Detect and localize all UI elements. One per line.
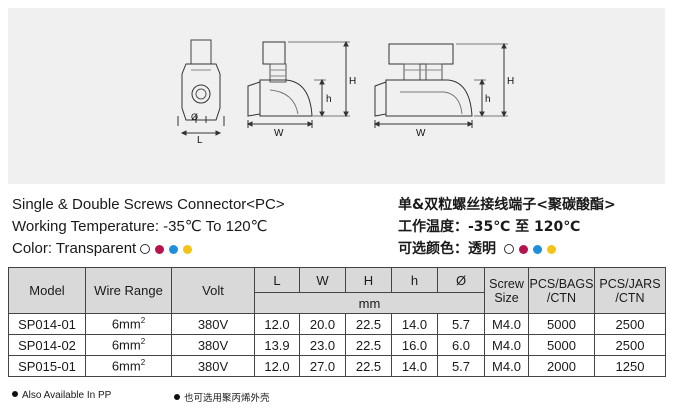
dim-h1-label: h: [326, 94, 332, 105]
footnote-en: Also Available In PP: [12, 390, 111, 401]
cell-phi: 5.7: [437, 313, 485, 335]
cell-h: 16.0: [391, 334, 438, 356]
color-label-en: Color: Transparent: [12, 240, 137, 257]
cell-L: 12.0: [254, 355, 300, 377]
cell-h: 14.0: [391, 313, 438, 335]
cell-screw-size: M4.0: [484, 355, 529, 377]
dim-H2-label: H: [507, 76, 514, 87]
color-swatch-transparent: [140, 244, 151, 254]
cell-W: 23.0: [299, 334, 346, 356]
cell-wire-range: 6mm2: [85, 355, 172, 377]
color-swatch-yellow-cn: [547, 244, 556, 254]
dim-phi-label: Ø: [191, 112, 198, 122]
product-info-chinese: 单&双粒螺丝接线端子<聚碳酸酯> 工作温度：-35℃ 至 120℃ 可选颜色：透…: [398, 194, 616, 260]
header-phi: Ø: [437, 267, 485, 293]
cell-volt: 380V: [171, 334, 255, 356]
header-L: L: [254, 267, 300, 293]
color-label-cn: 可选颜色：透明: [398, 241, 496, 257]
color-options-cn: 可选颜色：透明: [398, 238, 616, 260]
cell-phi: 6.0: [437, 334, 485, 356]
front-view: [177, 39, 225, 136]
working-temperature-cn: 工作温度：-35℃ 至 120℃: [398, 219, 581, 235]
header-model: Model: [8, 267, 86, 314]
cell-pcs-jars: 2500: [594, 313, 666, 335]
cell-volt: 380V: [171, 355, 255, 377]
cell-W: 20.0: [299, 313, 346, 335]
cell-wire-range: 6mm2: [85, 334, 172, 356]
side-view-single: [246, 40, 350, 128]
header-unit-mm: mm: [254, 292, 485, 314]
dim-L-label: L: [197, 135, 203, 146]
cell-model: SP014-02: [8, 334, 86, 356]
bullet-icon: [174, 394, 180, 400]
cell-pcs-bags: 5000: [528, 313, 595, 335]
cell-W: 27.0: [299, 355, 346, 377]
header-H: H: [345, 267, 392, 293]
header-volt: Volt: [171, 267, 255, 314]
color-options-en: Color: Transparent: [12, 238, 285, 260]
cell-phi: 5.7: [437, 355, 485, 377]
header-W: W: [299, 267, 346, 293]
cell-model: SP014-01: [8, 313, 86, 335]
cell-pcs-bags: 5000: [528, 334, 595, 356]
specification-table: Model Wire Range Volt L W H h Ø Screw Si…: [8, 267, 666, 377]
product-title-en: Single & Double Screws Connector<PC>: [12, 196, 285, 213]
cell-pcs-jars: 2500: [594, 334, 666, 356]
header-wire-range: Wire Range: [85, 267, 172, 314]
color-swatch-yellow: [183, 244, 193, 254]
color-swatch-transparent-cn: [504, 244, 514, 254]
dim-W1-label: W: [274, 128, 284, 139]
cell-H: 22.5: [345, 313, 392, 335]
cell-L: 12.0: [254, 313, 300, 335]
cell-pcs-bags: 2000: [528, 355, 595, 377]
header-h: h: [391, 267, 438, 293]
header-pcs-jars: PCS/JARS /CTN: [594, 267, 666, 314]
bullet-icon: [12, 391, 18, 397]
color-swatch-red: [155, 244, 165, 254]
cell-screw-size: M4.0: [484, 313, 529, 335]
dim-W2-label: W: [416, 128, 426, 139]
product-title-cn: 单&双粒螺丝接线端子<聚碳酸酯>: [398, 197, 616, 213]
side-view-double: [373, 42, 508, 128]
technical-drawing-panel: Ø L W h H: [8, 8, 665, 184]
footnote-cn: 也可选用聚丙烯外壳: [174, 390, 270, 404]
working-temperature-en: Working Temperature: -35℃ To 120℃: [12, 218, 268, 235]
cell-H: 22.5: [345, 355, 392, 377]
cell-H: 22.5: [345, 334, 392, 356]
dim-h2-label: h: [485, 94, 491, 105]
color-swatch-blue: [169, 244, 179, 254]
connector-dimension-drawing: Ø L W h H: [177, 39, 514, 146]
cell-screw-size: M4.0: [484, 334, 529, 356]
header-pcs-bags: PCS/BAGS /CTN: [528, 267, 595, 314]
cell-wire-range: 6mm2: [85, 313, 172, 335]
color-swatch-red-cn: [519, 244, 528, 254]
cell-L: 13.9: [254, 334, 300, 356]
product-info-english: Single & Double Screws Connector<PC> Wor…: [12, 194, 285, 260]
color-swatch-blue-cn: [533, 244, 542, 254]
cell-volt: 380V: [171, 313, 255, 335]
header-screw-size: Screw Size: [484, 267, 529, 314]
cell-h: 14.0: [391, 355, 438, 377]
cell-model: SP015-01: [8, 355, 86, 377]
cell-pcs-jars: 1250: [594, 355, 666, 377]
dim-H1-label: H: [349, 76, 356, 87]
